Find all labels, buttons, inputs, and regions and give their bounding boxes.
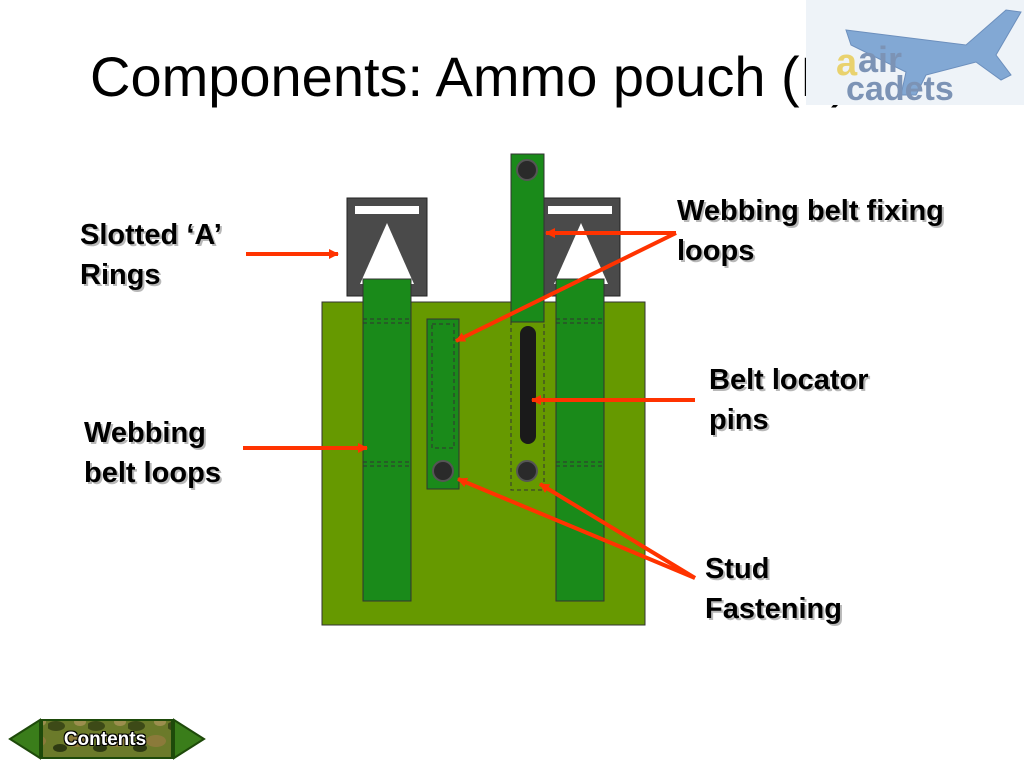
page-title: Components: Ammo pouch (II)	[90, 45, 850, 108]
aircraft-icon	[845, 9, 1022, 96]
contents-label[interactable]: Contents	[63, 729, 147, 750]
arrow-fixing-left	[455, 231, 677, 343]
webbing-belt-loop-left	[362, 278, 412, 602]
label-webbing-belt-fixing-loops: Webbing belt fixing loops	[677, 195, 944, 267]
stud-top	[516, 159, 538, 181]
svg-text:a: a	[836, 42, 858, 84]
label-belt-locator-pins: Belt locator pins	[709, 364, 869, 436]
belt-locator-pin	[520, 326, 536, 444]
fixing-loop-right	[510, 153, 545, 491]
arrow-left-icon[interactable]	[8, 718, 41, 760]
arrow-stud-left	[457, 477, 696, 580]
logo-text-cadets: cadets	[846, 70, 954, 105]
air-cadets-logo: a air cadets	[806, 0, 1024, 105]
webbing-belt-loop-right	[555, 278, 605, 602]
contents-nav-button[interactable]	[8, 716, 206, 762]
arrow-right-icon[interactable]	[173, 718, 206, 760]
label-webbing-belt-loops: Webbing belt loops	[84, 417, 221, 489]
stud-left	[432, 460, 454, 482]
label-stud-fastening: Stud Fastening	[705, 553, 842, 625]
a-ring-right	[541, 197, 621, 297]
label-slotted-a-rings: Slotted ‘A’ Rings	[80, 219, 222, 291]
arrow-stud-right	[538, 482, 697, 580]
logo-text-air: air	[858, 39, 902, 80]
stud-right	[516, 460, 538, 482]
